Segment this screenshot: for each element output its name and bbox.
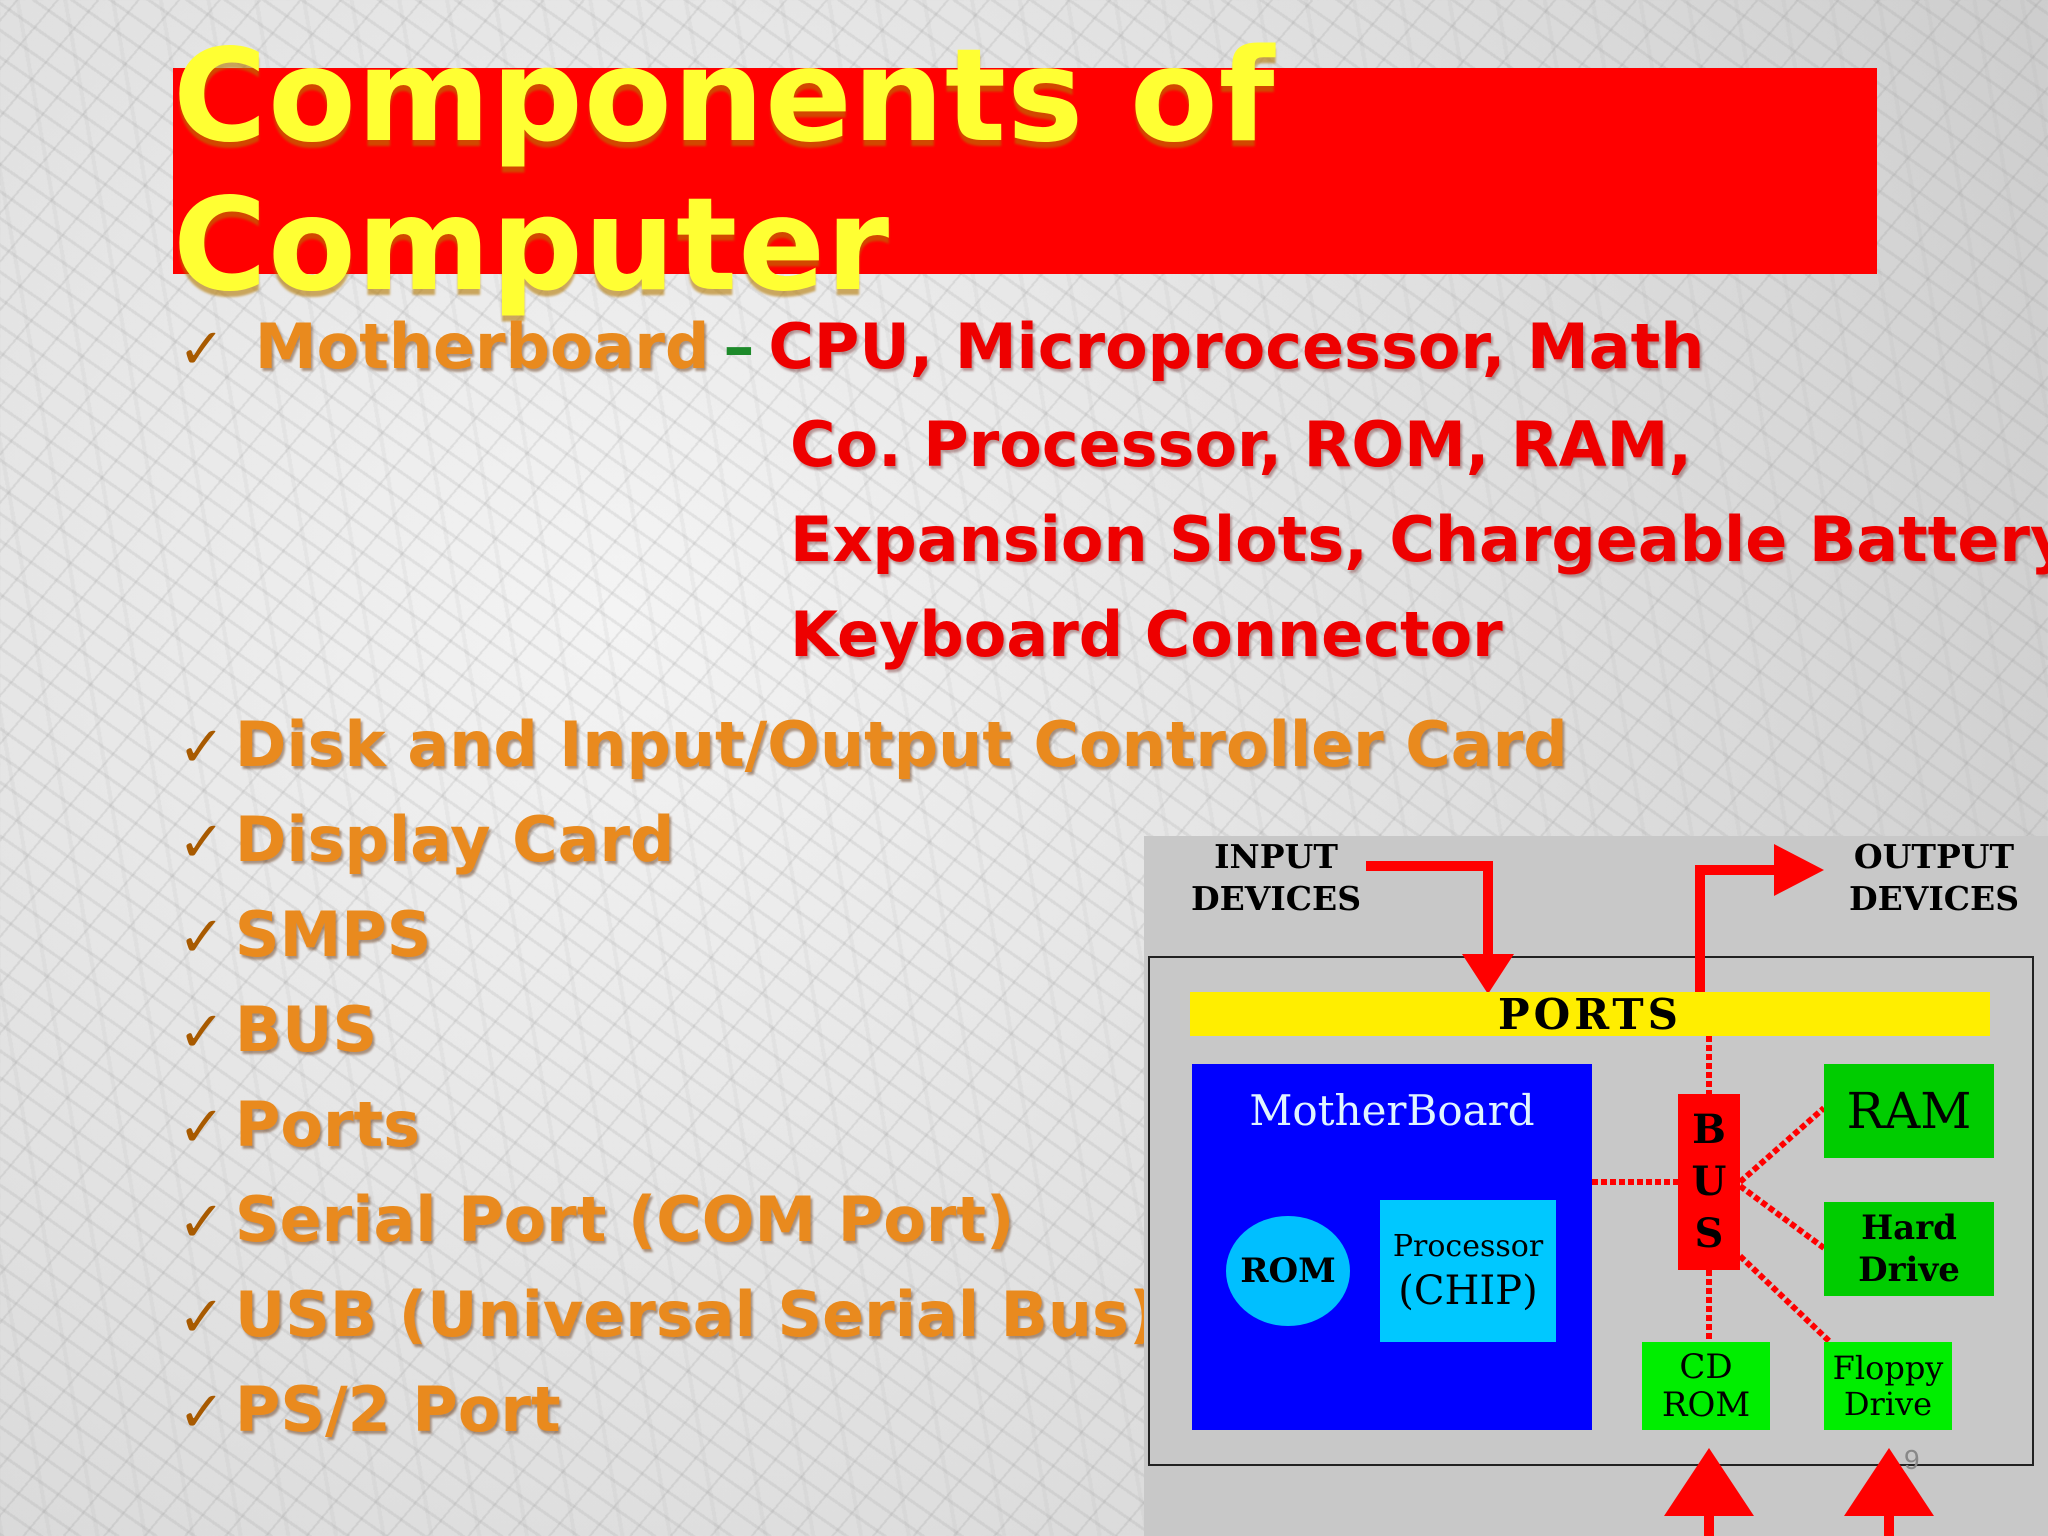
check-icon: ✓ (178, 1190, 225, 1255)
bullet-item: ✓ SMPS (178, 898, 431, 971)
bullet-label: Ports (234, 1088, 421, 1161)
check-icon: ✓ (178, 317, 225, 382)
bullet-label: Motherboard (254, 310, 710, 383)
check-icon: ✓ (178, 905, 225, 970)
check-icon: ✓ (178, 810, 225, 875)
ports-bar: PORTS (1190, 990, 1990, 1039)
input-arrow-head (1462, 954, 1514, 994)
input-devices-label: INPUT DEVICES (1190, 837, 1362, 918)
check-icon: ✓ (178, 1285, 225, 1350)
diagram-connectors (1366, 844, 1934, 1536)
processor-label: Processor (1392, 1228, 1544, 1264)
system-frame (1148, 956, 2034, 1466)
bullet-label: SMPS (234, 898, 432, 971)
processor-box: Processor (CHIP) (1380, 1200, 1556, 1342)
computer-components-diagram: INPUT DEVICES OUTPUT DEVICES PORTS Mothe… (1144, 836, 2048, 1536)
bullet-item: ✓ Serial Port (COM Port) (178, 1183, 1014, 1256)
bullet-item: ✓ BUS (178, 993, 377, 1066)
floppy-input-arrow-head (1844, 1448, 1934, 1516)
output-arrow (1695, 865, 1780, 994)
page-number: 9 (1904, 1444, 1920, 1475)
bullet-item: ✓ USB (Universal Serial Bus) (178, 1278, 1157, 1351)
motherboard-detail-line: Co. Processor, ROM, RAM, (790, 408, 1692, 481)
motherboard-detail-line: Keyboard Connector (790, 598, 1503, 671)
bus-letter: S (1694, 1210, 1724, 1257)
input-arrow (1366, 861, 1493, 980)
ram-box: RAM (1824, 1064, 1994, 1158)
bullet-item: ✓ Display Card (178, 803, 674, 876)
motherboard-detail-line: CPU, Microprocessor, Math (768, 310, 1705, 383)
output-arrow-head (1774, 844, 1824, 896)
chip-label: (CHIP) (1398, 1267, 1538, 1314)
check-icon: ✓ (178, 715, 225, 780)
bullet-label: BUS (234, 993, 378, 1066)
bullet-label: PS/2 Port (234, 1373, 561, 1446)
rom-circle: ROM (1226, 1216, 1350, 1326)
bullet-item: ✓ PS/2 Port (178, 1373, 561, 1446)
floppy-drive-box: Floppy Drive (1824, 1342, 1952, 1430)
bullet-label: Disk and Input/Output Controller Card (234, 708, 1568, 781)
output-devices-label: OUTPUT DEVICES (1848, 837, 2020, 918)
bullet-label: Display Card (234, 803, 675, 876)
title-banner: Components of Computer (173, 22, 1877, 320)
check-icon: ✓ (178, 1095, 225, 1160)
bullet-item: ✓ Ports (178, 1088, 420, 1161)
check-icon: ✓ (178, 1000, 225, 1065)
slide-title: Components of Computer (173, 22, 1276, 320)
check-icon: ✓ (178, 1380, 225, 1445)
bullet-motherboard: ✓ Motherboard – CPU, Microprocessor, Mat… (178, 310, 1704, 383)
bullet-dash: – (723, 310, 755, 383)
bullet-label: Serial Port (COM Port) (234, 1183, 1015, 1256)
bullet-item: ✓ Disk and Input/Output Controller Card (178, 708, 1568, 781)
bus-letter: U (1691, 1158, 1727, 1205)
hard-drive-box: Hard Drive (1824, 1202, 1994, 1296)
bus-letter: B (1692, 1106, 1726, 1153)
bullet-label: USB (Universal Serial Bus) (234, 1278, 1158, 1351)
motherboard-label: MotherBoard (1249, 1086, 1535, 1135)
bus-box: B U S (1678, 1094, 1740, 1270)
motherboard-detail-line: Expansion Slots, Chargeable Battery, (790, 503, 2048, 576)
motherboard-box: MotherBoard ROM Processor (CHIP) (1192, 1064, 1592, 1430)
cdrom-input-arrow-head (1664, 1448, 1754, 1516)
cd-rom-box: CD ROM (1642, 1342, 1770, 1430)
